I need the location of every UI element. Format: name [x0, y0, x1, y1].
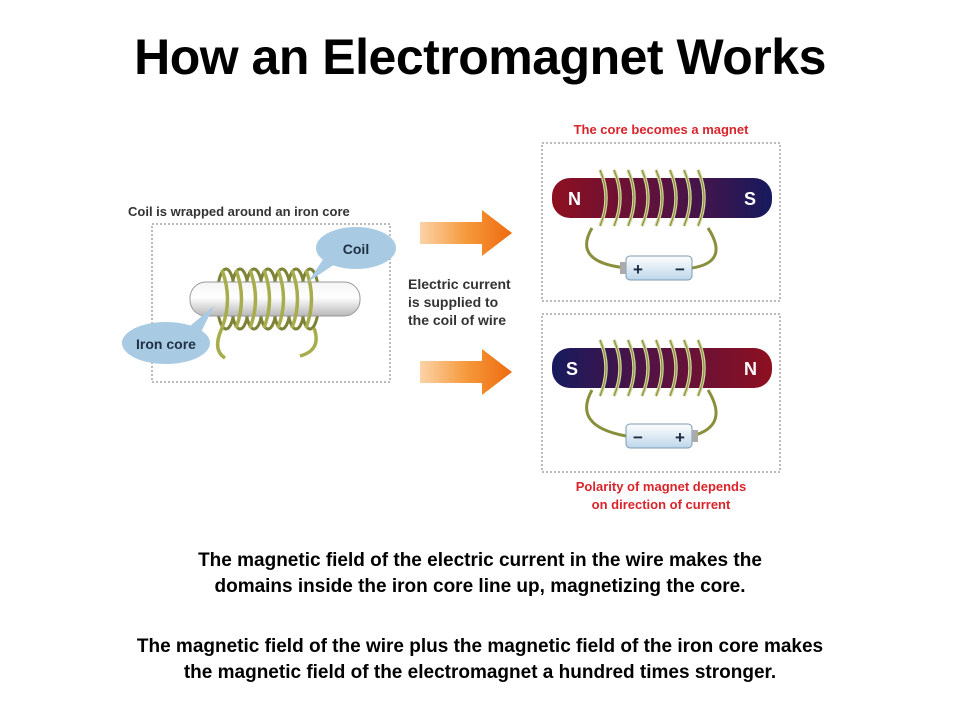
top-electromagnet: N S + − — [552, 169, 772, 281]
arrow-bottom — [420, 349, 512, 395]
paragraph-1-line-1: The magnetic field of the electric curre… — [198, 550, 762, 571]
electromagnet-diagram: Coil is wrapped around an iron core Coil — [122, 122, 781, 512]
top-battery-right: − — [675, 260, 685, 279]
top-left-pole: N — [568, 189, 581, 209]
coil-front — [215, 269, 318, 360]
left-caption: Coil is wrapped around an iron core — [128, 204, 350, 219]
iron-core-label: Iron core — [136, 336, 196, 352]
coil-callout: Coil — [308, 227, 396, 282]
paragraph-1-line-2: domains inside the iron core line up, ma… — [214, 576, 746, 597]
top-right-pole: S — [744, 189, 756, 209]
bottom-electromagnet: S N − + — [552, 339, 772, 449]
bottom-right-caption-line-2: on direction of current — [592, 497, 731, 512]
paragraph-2: The magnetic field of the wire plus the … — [0, 634, 960, 686]
middle-text-line-3: the coil of wire — [408, 312, 506, 328]
paragraph-2-line-2: the magnetic field of the electromagnet … — [183, 662, 777, 683]
paragraph-2-line-1: The magnetic field of the wire plus the … — [136, 636, 824, 657]
iron-core-callout: Iron core — [122, 306, 214, 364]
bottom-right-caption-line-1: Polarity of magnet depends — [576, 479, 746, 494]
top-right-caption: The core becomes a magnet — [574, 122, 750, 137]
bottom-battery-left: − — [633, 428, 643, 447]
arrow-top — [420, 210, 512, 256]
slide-title: How an Electromagnet Works — [134, 29, 826, 85]
bottom-left-pole: S — [566, 359, 578, 379]
middle-text-line-2: is supplied to — [408, 294, 498, 310]
bottom-right-pole: N — [744, 359, 757, 379]
top-battery-left: + — [633, 260, 643, 279]
paragraph-1: The magnetic field of the electric curre… — [0, 548, 960, 600]
coil-label: Coil — [343, 241, 369, 257]
middle-text-line-1: Electric current — [408, 276, 511, 292]
bottom-battery-right: + — [675, 428, 685, 447]
iron-core-rod — [189, 281, 361, 317]
bottom-right-caption: Polarity of magnet depends on direction … — [576, 479, 746, 512]
middle-text: Electric current is supplied to the coil… — [408, 276, 511, 328]
